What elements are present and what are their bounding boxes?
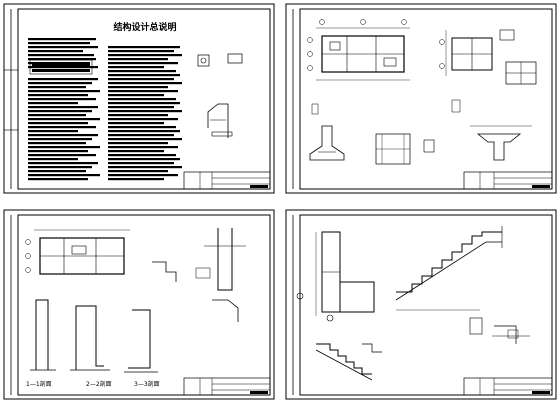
text-line: [28, 42, 90, 45]
text-line: [108, 62, 178, 65]
stair-elevation-upper: [395, 226, 503, 311]
sheet-4-title-block: [463, 377, 553, 396]
sheet-1: 结构设计总说明: [3, 3, 275, 194]
sheet-4: [285, 209, 557, 400]
text-line: [28, 78, 98, 81]
sheet-1-inner-frame: [17, 8, 271, 190]
text-line: [28, 54, 94, 57]
text-line: [28, 174, 100, 177]
text-line: [108, 86, 168, 89]
section-drawings: 1—1剖面 2—2剖面 3—3剖面: [26, 228, 246, 388]
text-line: [108, 82, 182, 85]
text-line: [28, 146, 100, 149]
text-line: [108, 130, 180, 133]
text-line: [108, 66, 164, 69]
spec-text-column-2: [108, 46, 182, 181]
text-line: [28, 90, 100, 93]
text-line: [108, 54, 182, 57]
text-line: [28, 150, 88, 153]
text-line: [108, 150, 164, 153]
sheet-3: 1—1剖面 2—2剖面 3—3剖面: [3, 209, 275, 400]
text-line: [108, 122, 164, 125]
spec-text-column-1: [28, 38, 100, 181]
text-line: [108, 98, 176, 101]
text-line: [108, 166, 182, 169]
text-line: [28, 46, 98, 49]
text-line: [28, 86, 86, 89]
text-line: [108, 174, 178, 177]
text-line: [28, 98, 96, 101]
text-line: [108, 178, 164, 181]
text-line: [108, 126, 176, 129]
sheet-1-title: 结构设计总说明: [113, 21, 176, 33]
roof-plan: [439, 29, 537, 85]
sheet-3-inner-frame: [17, 214, 271, 396]
text-line: [108, 154, 176, 157]
text-line: [28, 130, 78, 133]
text-line: [108, 58, 168, 61]
text-line: [28, 94, 88, 97]
stair-wall-section: [296, 231, 375, 322]
stair-details: [469, 317, 530, 344]
text-line: [108, 162, 174, 165]
text-line: [28, 126, 96, 129]
text-line: [108, 70, 176, 73]
text-line: [28, 142, 86, 145]
text-line: [28, 110, 92, 113]
text-line: [108, 170, 168, 173]
text-line: [108, 106, 174, 109]
text-line: [108, 146, 178, 149]
text-line: [108, 142, 168, 145]
text-line: [28, 38, 96, 41]
text-line: [108, 94, 164, 97]
foundation-details: [309, 99, 532, 165]
text-line: [108, 90, 178, 93]
text-line: [28, 170, 86, 173]
text-line: [28, 82, 92, 85]
text-line: [28, 118, 100, 121]
text-line: [28, 102, 78, 105]
detail-sketch: [197, 53, 243, 138]
section-1-label: 1—1剖面: [26, 380, 52, 388]
sheet-2-outer-frame: [285, 3, 557, 194]
text-line: [108, 50, 174, 53]
text-line: [28, 166, 92, 169]
sheet-1-outer-frame: [3, 3, 275, 194]
text-line: [108, 78, 174, 81]
sheet-2-inner-frame: [299, 8, 553, 190]
text-line: [28, 138, 92, 141]
text-line: [108, 118, 178, 121]
foundation-plan: [307, 19, 410, 81]
text-line: [108, 110, 182, 113]
text-line: [28, 106, 98, 109]
sheet-1-title-block: [183, 171, 271, 190]
floor-plan: [25, 229, 130, 275]
text-line: [28, 162, 98, 165]
text-line: [28, 114, 86, 117]
section-3-label: 3—3剖面: [134, 380, 160, 388]
text-line: [108, 46, 180, 49]
text-line: [108, 74, 180, 77]
text-line: [28, 158, 78, 161]
text-line: [108, 158, 180, 161]
sheet-4-inner-frame: [299, 214, 553, 396]
text-line: [28, 154, 96, 157]
section-2-label: 2—2剖面: [86, 380, 112, 388]
sheet-2-title-block: [463, 171, 553, 190]
sheet-3-outer-frame: [3, 209, 275, 400]
text-line: [108, 134, 174, 137]
text-line: [28, 122, 88, 125]
sheet-3-title-block: [183, 377, 271, 396]
text-line: [28, 58, 96, 61]
text-line: [108, 102, 180, 105]
text-line: [108, 114, 168, 117]
text-line: [28, 178, 88, 181]
text-line: [28, 134, 98, 137]
text-line: [108, 138, 182, 141]
stair-elevation-lower: [315, 343, 382, 381]
text-line: [28, 50, 83, 53]
sheet-4-outer-frame: [285, 209, 557, 400]
sheet-2: [285, 3, 557, 194]
